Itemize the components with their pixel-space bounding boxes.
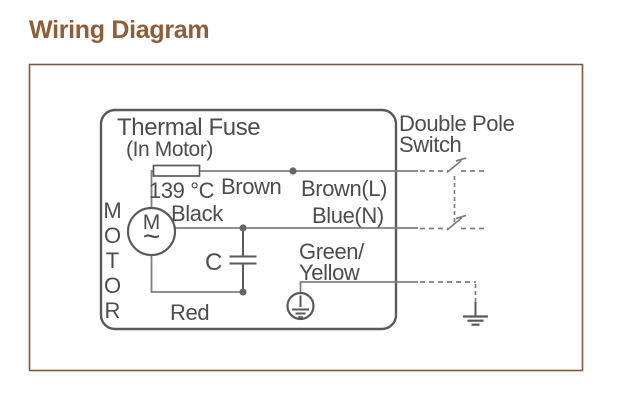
neutral-wire-label: Blue(N): [312, 203, 384, 228]
thermal-fuse-icon: [152, 164, 201, 177]
switch-label-line1: Double Pole: [399, 111, 515, 136]
black-wire-label: Black: [171, 201, 223, 226]
earth-wire-label-line1: Green/: [299, 239, 364, 264]
thermal-fuse-label-line2: (In Motor): [126, 138, 214, 161]
earth-ground-icon: [420, 281, 488, 326]
junction-dot: [239, 224, 247, 232]
motor-icon: [126, 206, 177, 257]
motor-enclosure-box: [99, 108, 398, 331]
switch-label-line2: Switch: [399, 132, 462, 157]
red-wire: [150, 255, 243, 293]
page-title: Wiring Diagram: [29, 16, 210, 44]
red-wire-label: Red: [170, 300, 210, 325]
motor-symbol-tilde: ~: [142, 220, 161, 253]
thermal-fuse-label-line1: Thermal Fuse: [117, 114, 261, 141]
green-yellow-wire: [299, 281, 418, 294]
earth-wire-label-line2: Yellow: [299, 260, 360, 285]
fuse-temperature-label: 139 °C: [149, 178, 215, 203]
junction-dot: [289, 167, 297, 175]
junction-dot: [239, 288, 247, 296]
motor-vertical-label: MOTOR: [100, 198, 125, 323]
capacitor-icon: [229, 228, 257, 292]
line-wire-label: Brown(L): [301, 176, 388, 201]
protective-earth-icon: [286, 291, 315, 321]
capacitor-label: C: [205, 249, 222, 276]
junction-dots: [239, 167, 297, 296]
double-pole-switch-icon: [420, 157, 488, 231]
brown-wire-label: Brown: [221, 174, 282, 199]
motor-symbol-letter: M: [142, 211, 161, 234]
diagram-panel-border: [28, 63, 584, 372]
